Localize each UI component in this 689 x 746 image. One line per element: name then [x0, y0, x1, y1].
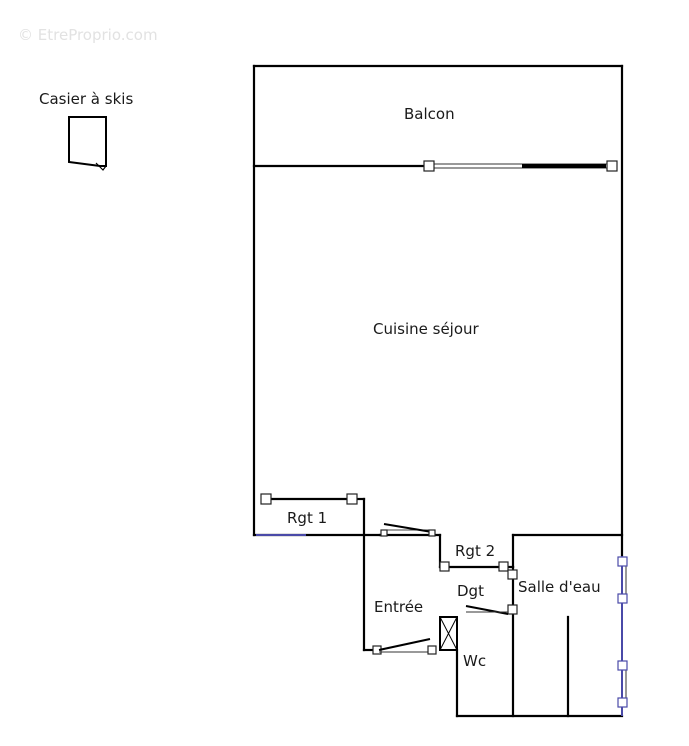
door-swing-top — [380, 523, 436, 537]
wc-cabinet-icon — [439, 616, 458, 651]
room-label-storage-2: Rgt 2 — [455, 542, 495, 560]
hallway-walls — [465, 565, 518, 718]
ski-locker-icon — [68, 116, 107, 171]
outer-walls — [252, 64, 624, 558]
storage-2-walls — [438, 533, 515, 572]
room-label-toilet: Wc — [463, 652, 486, 670]
room-label-hallway: Dgt — [457, 582, 484, 600]
storage-1-walls — [256, 493, 366, 652]
room-label-balcony: Balcon — [404, 105, 455, 123]
watermark-text: © EtreProprio.com — [18, 26, 158, 44]
entrance-door — [362, 638, 437, 655]
toilet-walls — [455, 615, 624, 718]
room-label-shower-room: Salle d'eau — [518, 578, 601, 596]
room-label-entrance: Entrée — [374, 598, 423, 616]
shower-windows — [617, 556, 628, 716]
room-label-kitchen-living: Cuisine séjour — [373, 320, 480, 338]
ski-locker-label: Casier à skis — [39, 90, 133, 108]
balcony-window — [252, 160, 618, 172]
room-label-storage-1: Rgt 1 — [287, 509, 327, 527]
